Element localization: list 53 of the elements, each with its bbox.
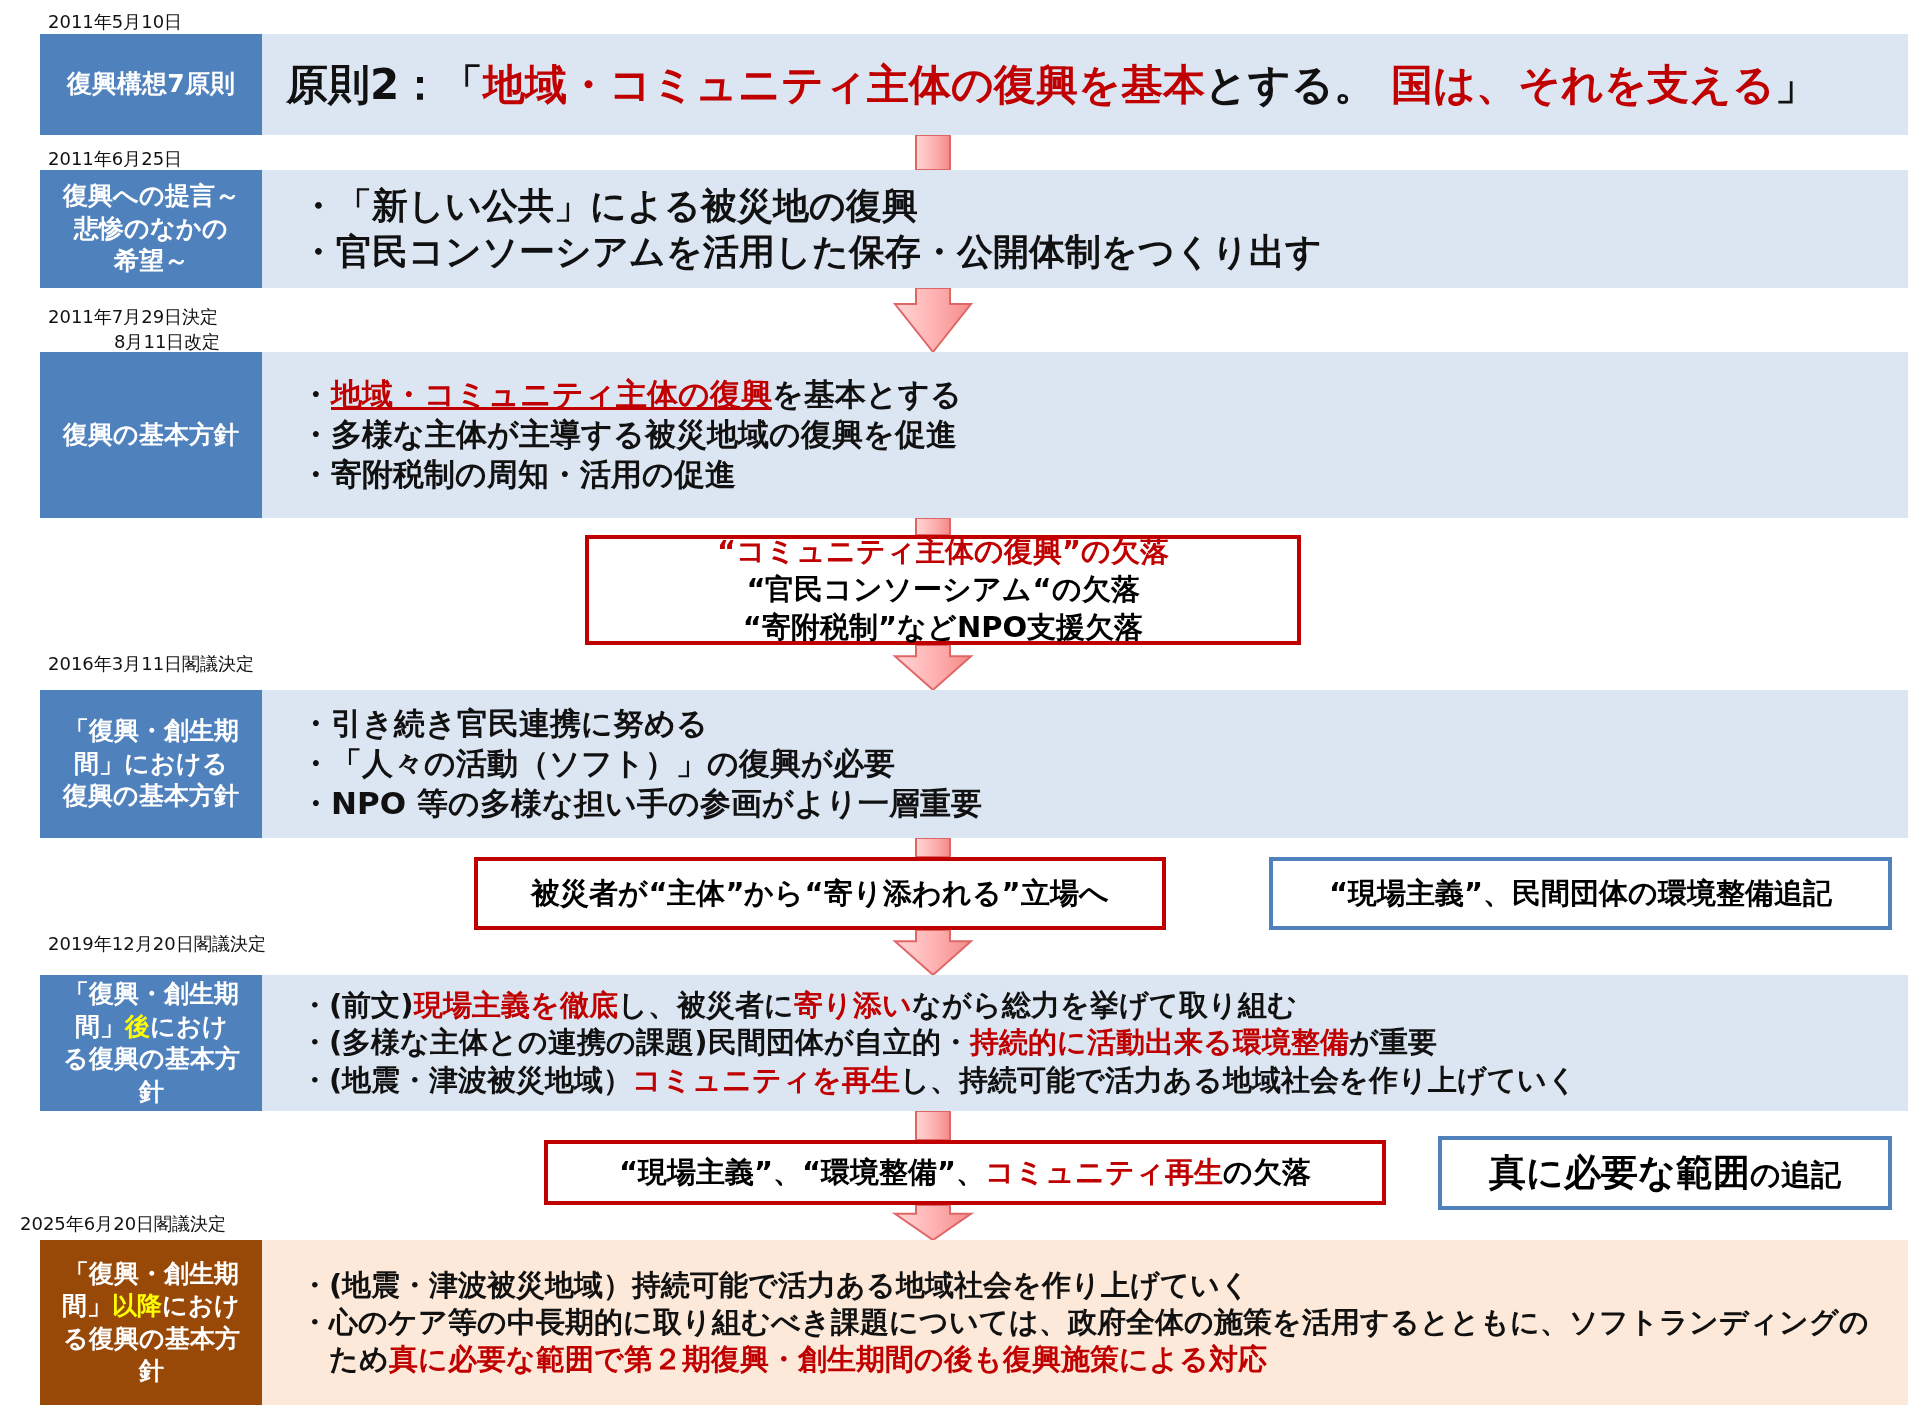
bullet-text: ・引き続き官民連携に努める — [300, 704, 709, 744]
callout-box — [544, 1140, 1386, 1205]
bullet-text: ・寄附税制の周知・活用の促進 — [300, 454, 737, 494]
bullet-text: ・官民コンソーシアムを活用した保存・公開体制をつくり出す — [300, 230, 1323, 274]
timeline-band — [40, 34, 1908, 135]
title-box: 「復興・創生期間」における復興の基本方針 — [40, 690, 262, 838]
note-text: “寄附税制”などNPO支援欠落 — [742, 608, 1144, 646]
date-text: 2025年6月20日閣議決定 — [20, 1212, 227, 1236]
date-text: 2016年3月11日閣議決定 — [48, 652, 255, 676]
date-text: 2019年12月20日閣議決定 — [48, 932, 266, 956]
note-text: 被災者が“主体”から“寄り添われる”立場へ — [531, 874, 1109, 912]
block-connector — [915, 517, 951, 536]
heading-text: 原則2：「地域・コミュニティ主体の復興を基本とする。 国は、それを支える」 — [286, 58, 1818, 111]
callout-box — [1438, 1136, 1892, 1210]
bullet-text: ・(地震・津波被災地域）コミュニティを再生し、持続可能で活力ある地域社会を作り上げていく — [300, 1061, 1579, 1099]
timeline-band — [40, 170, 1908, 288]
note-text: “現場主義”、民間団体の環境整備追記 — [1328, 874, 1833, 912]
date-text: 2011年5月10日 — [48, 10, 183, 34]
note-text: 真に必要な範囲の追記 — [1489, 1149, 1841, 1196]
block-arrow — [891, 1204, 975, 1242]
timeline-band — [40, 352, 1908, 518]
bullet-text: ・(前文)現場主義を徹底し、被災者に寄り添いながら総力を挙げて取り組む — [300, 987, 1298, 1025]
title-box: 「復興・創生期間」後における復興の基本方針 — [40, 975, 262, 1111]
callout-box — [585, 535, 1301, 645]
bullet-text: ・(多様な主体との連携の課題)民間団体が自立的・持続的に活動出来る環境整備が重要 — [300, 1024, 1438, 1062]
title-box: 「復興・創生期間」以降における復興の基本方針 — [40, 1240, 262, 1405]
block-arrow — [892, 929, 974, 977]
bullet-text: ・(地震・津波被災地域）持続可能で活力ある地域社会を作り上げていく — [300, 1266, 1252, 1304]
date-text: 2011年6月25日 — [48, 147, 183, 171]
callout-box — [474, 857, 1166, 930]
title-box: 復興への提言～悲惨のなかの希望～ — [40, 170, 262, 288]
note-text: “現場主義”、“環境整備”、コミュニティ再生の欠落 — [618, 1153, 1312, 1191]
date-text: 8月11日改定 — [114, 330, 221, 354]
note-text: “コミュニティ主体の復興”の欠落 — [716, 533, 1170, 571]
bullet-text: ・NPO 等の多様な担い手の参画がより一層重要 — [300, 783, 983, 823]
block-arrow — [892, 287, 974, 354]
block-connector — [915, 134, 951, 171]
title-box: 復興の基本方針 — [40, 352, 262, 518]
bullet-text: ・多様な主体が主導する被災地域の復興を促進 — [300, 415, 958, 455]
callout-box — [1269, 857, 1892, 930]
block-arrow — [892, 644, 974, 692]
timeline-band — [40, 690, 1908, 838]
block-connector — [915, 1110, 951, 1141]
timeline-band — [40, 975, 1908, 1111]
note-text: “官民コンソーシアム“の欠落 — [746, 571, 1140, 609]
bullet-text: ・地域・コミュニティ主体の復興を基本とする — [300, 375, 963, 415]
block-connector — [915, 837, 951, 858]
timeline-band — [40, 1240, 1908, 1405]
title-box: 復興構想7原則 — [40, 34, 262, 135]
bullet-text: ・「新しい公共」による被災地の復興 — [300, 183, 919, 228]
bullet-text: ・心のケア等の中長期的に取り組むべき課題については、政府全体の施策を活用するとともに、ソフトランディングのため真に必要な範囲で第２期復興・創生期間の後も復興施策による対応 — [300, 1303, 1870, 1379]
date-text: 2011年7月29日決定 — [48, 305, 219, 329]
bullet-text: ・「人々の活動（ソフト）」の復興が必要 — [300, 744, 896, 784]
